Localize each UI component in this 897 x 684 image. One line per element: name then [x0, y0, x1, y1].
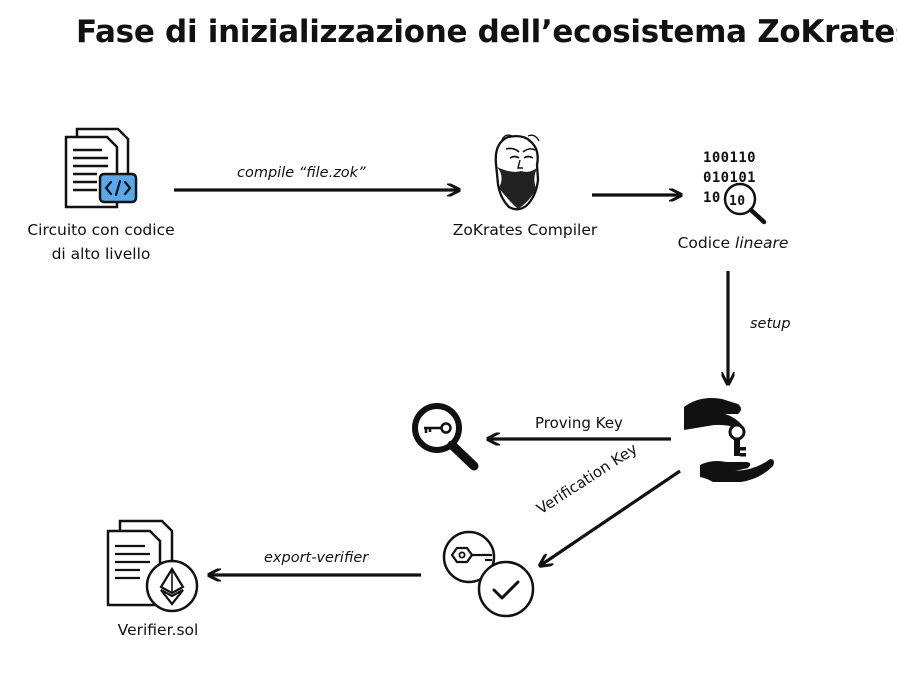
circuit-label: Circuito con codice di alto livello — [18, 218, 184, 266]
binary-lens-text: 10 — [729, 194, 745, 209]
linear-code-label: Codice lineare — [660, 231, 806, 255]
export-verifier-edge-label: export-verifier — [264, 550, 369, 566]
key-checkmark-icon — [442, 530, 535, 618]
binary-row: 10 — [703, 190, 721, 206]
linear-code-label-italic: lineare — [735, 234, 789, 252]
binary-row: 100110 — [703, 150, 756, 166]
linear-code-label-plain: Codice — [677, 234, 736, 252]
binary-row: 010101 — [703, 170, 756, 186]
circuit-label-line2: di alto livello — [51, 245, 151, 263]
setup-edge-label: setup — [750, 316, 791, 332]
hand-giving-key-icon — [684, 398, 774, 482]
key-magnifier-icon — [412, 403, 479, 471]
philosopher-bust-icon — [494, 134, 540, 211]
document-code-icon — [64, 127, 138, 209]
compile-edge-label: compile “file.zok” — [237, 165, 366, 181]
binary-magnifier-icon: 100110 010101 10 10 — [703, 150, 767, 225]
verification-key-arrow — [541, 469, 681, 565]
circuit-label-line1: Circuito con codice — [27, 221, 175, 239]
proving-key-edge-label: Proving Key — [535, 414, 623, 432]
document-ethereum-icon — [106, 519, 199, 613]
verifier-label: Verifier.sol — [117, 621, 199, 639]
page-title: Fase di inizializzazione dell’ecosistema… — [76, 14, 897, 50]
compiler-label: ZoKrates Compiler — [452, 221, 598, 239]
